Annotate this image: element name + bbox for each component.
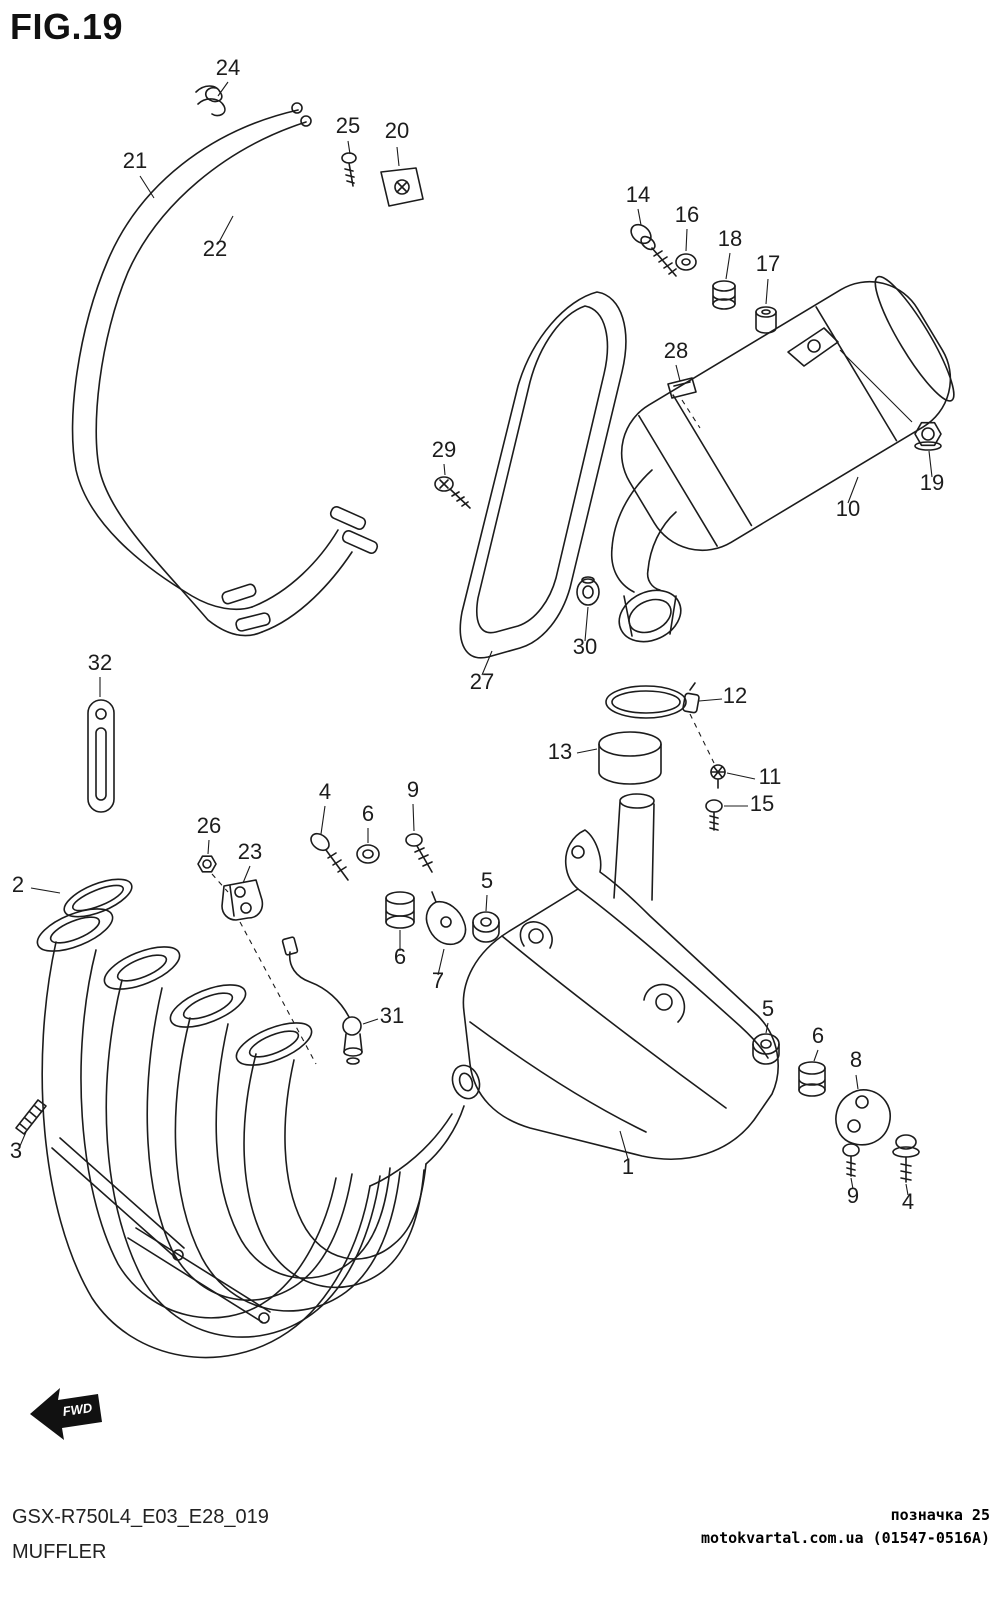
callout-31: 31 [380,1003,404,1028]
fwd-arrow: FWD [30,1388,102,1440]
fwd-label: FWD [62,1400,94,1419]
hanger-strap-32 [87,699,115,813]
callout-29: 29 [432,437,456,462]
callout-1: 1 [622,1154,634,1179]
callout-16: 16 [675,202,699,227]
callout-9: 9 [847,1183,859,1208]
exhaust-chamber-1 [451,793,779,1160]
callout-5: 5 [481,868,493,893]
callout-2: 2 [12,872,24,897]
bracket-23 [221,879,264,921]
cap-20 [380,167,424,207]
stud-bolt-3 [15,1099,47,1135]
rubber-mount-6-rear [798,1061,826,1097]
header-pipes [36,908,465,1359]
muffler-10 [610,275,955,643]
bracket-7 [425,891,467,946]
callout-6: 6 [394,944,406,969]
callout-28: 28 [664,338,688,363]
callout-27: 27 [470,669,494,694]
screw-9-front [405,833,433,873]
spacer-17 [755,306,777,334]
callout-4: 4 [319,779,331,804]
rubber-mount-6-front [385,891,415,929]
callout-10: 10 [836,496,860,521]
screw-29 [434,476,471,509]
callout-8: 8 [850,1047,862,1072]
grommet-30 [576,576,600,606]
drawing-code: GSX-R750L4_E03_E28_019 [12,1506,269,1528]
callout-20: 20 [385,118,409,143]
bolt-11 [710,764,726,789]
mid-pipe [613,793,655,901]
ring-13 [598,731,662,785]
bracket-8 [835,1089,891,1146]
callout-7: 7 [432,968,444,993]
callout-6: 6 [362,801,374,826]
screw-9-rear [842,1143,860,1177]
gasket-2 [63,878,133,918]
callout-25: 25 [336,113,360,138]
callout-22: 22 [203,236,227,261]
part-group-title: MUFFLER [12,1541,107,1563]
nut-26 [197,855,217,873]
callout-3: 3 [10,1138,22,1163]
callout-17: 17 [756,251,780,276]
watermark-note: позначка 25 [890,1506,990,1524]
screw-15 [705,799,723,831]
clip-28 [667,377,697,399]
callout-19: 19 [920,470,944,495]
washer-6-front [356,844,380,864]
callout-13: 13 [548,739,572,764]
clamp-12 [605,682,700,719]
heat-shield-27 [459,291,627,659]
muffler-bracket [787,327,839,367]
leader-lines [19,81,933,1196]
callout-5: 5 [762,996,774,1021]
callout-24: 24 [216,55,240,80]
callout-26: 26 [197,813,221,838]
watermark-source: motokvartal.com.ua (01547-0516A) [701,1529,990,1547]
figure-title: FIG.19 [10,6,124,47]
flange-nut-19 [914,421,942,451]
callout-6: 6 [812,1023,824,1048]
callout-4: 4 [902,1189,914,1214]
callout-21: 21 [123,148,147,173]
bolt-25 [341,152,357,187]
washer-16 [675,253,697,271]
spacer-5-rear [752,1033,780,1065]
oxygen-sensor-31 [281,936,363,1065]
spacer-5-front [472,911,500,943]
muffler-outlet [610,469,682,643]
callout-18: 18 [718,226,742,251]
callout-9: 9 [407,777,419,802]
bolt-14 [630,223,677,277]
callout-32: 32 [88,650,112,675]
bolt-4-rear [892,1134,920,1183]
callout-30: 30 [573,634,597,659]
callout-12: 12 [723,683,747,708]
callout-14: 14 [626,182,650,207]
callout-15: 15 [750,791,774,816]
cable-clamp-24 [195,85,226,117]
throttle-cables [71,85,379,637]
callout-11: 11 [759,764,782,789]
grommet-18 [712,280,736,310]
bolt-4-front [310,832,349,881]
callout-23: 23 [238,839,262,864]
